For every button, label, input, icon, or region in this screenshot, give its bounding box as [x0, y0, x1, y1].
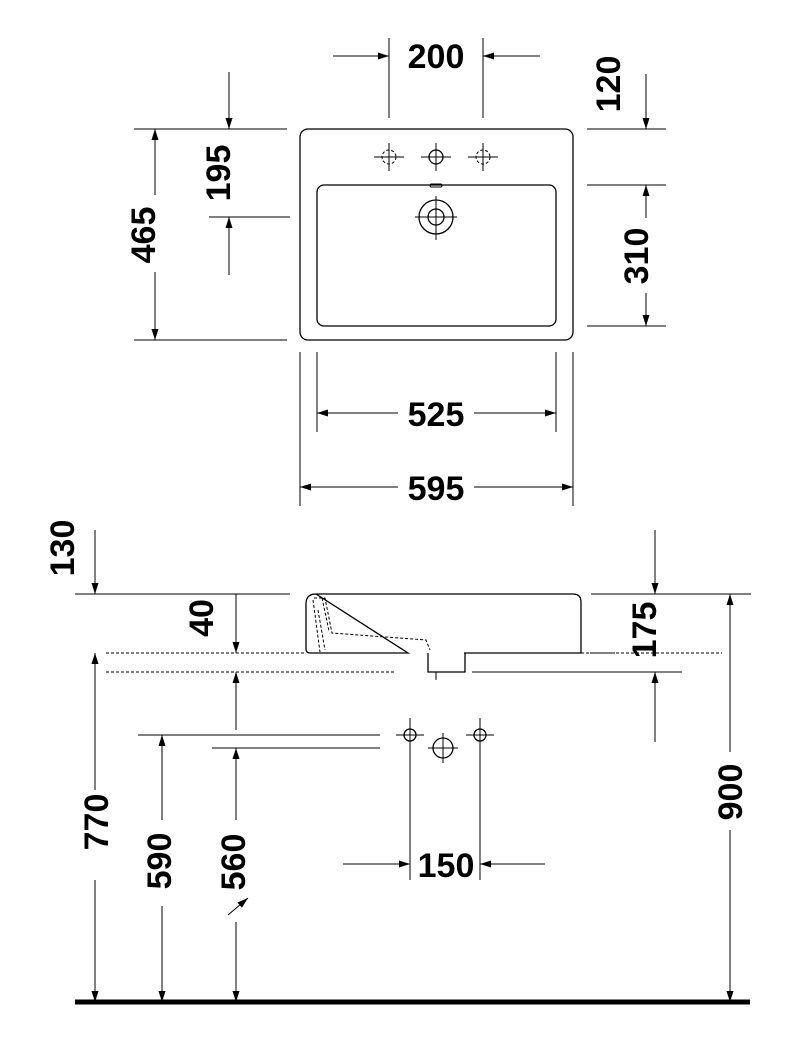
- basin-outline: [299, 128, 574, 341]
- dim-rim-thickness: 40: [183, 599, 221, 637]
- supply-hole-right-icon: [466, 718, 494, 880]
- dim-top-offset: 120: [590, 56, 628, 113]
- dim-tap-spacing-top: 200: [408, 38, 465, 76]
- tap-hole-right-icon: [468, 143, 498, 171]
- side-view: 130 40 175 150 770 590 560 900: [44, 520, 751, 1005]
- bowl-outline: [316, 184, 557, 327]
- drain-icon: [415, 196, 457, 240]
- dim-drain-height: 560: [215, 834, 253, 891]
- dim-rim-height: 770: [78, 794, 116, 851]
- tap-hole-center-icon: [421, 143, 451, 171]
- dim-total-height: 900: [712, 764, 750, 821]
- dim-overall-width: 595: [408, 470, 465, 508]
- dim-bowl-depth: 310: [618, 228, 656, 285]
- dim-above-rim: 130: [44, 520, 82, 577]
- supply-hole-left-icon: [396, 718, 424, 880]
- dim-bowl-width: 525: [408, 396, 465, 434]
- top-view: 200 120 310 465 195 525 595: [125, 38, 666, 508]
- dim-drain-offset: 195: [200, 145, 238, 202]
- overflow-slot: [429, 183, 443, 188]
- basin-side-profile: [305, 593, 582, 654]
- waste-outlet: [427, 653, 466, 673]
- dim-tap-spacing: 150: [418, 847, 475, 885]
- tap-hole-left-icon: [374, 143, 404, 171]
- dim-overall-depth: 465: [125, 207, 163, 264]
- drain-hole-side-icon: [428, 733, 458, 763]
- dim-supply-height: 590: [141, 833, 179, 890]
- dim-basin-height: 175: [626, 602, 664, 659]
- arrow-pointer-icon: [227, 897, 249, 916]
- basin-inner-dotted: [314, 597, 431, 651]
